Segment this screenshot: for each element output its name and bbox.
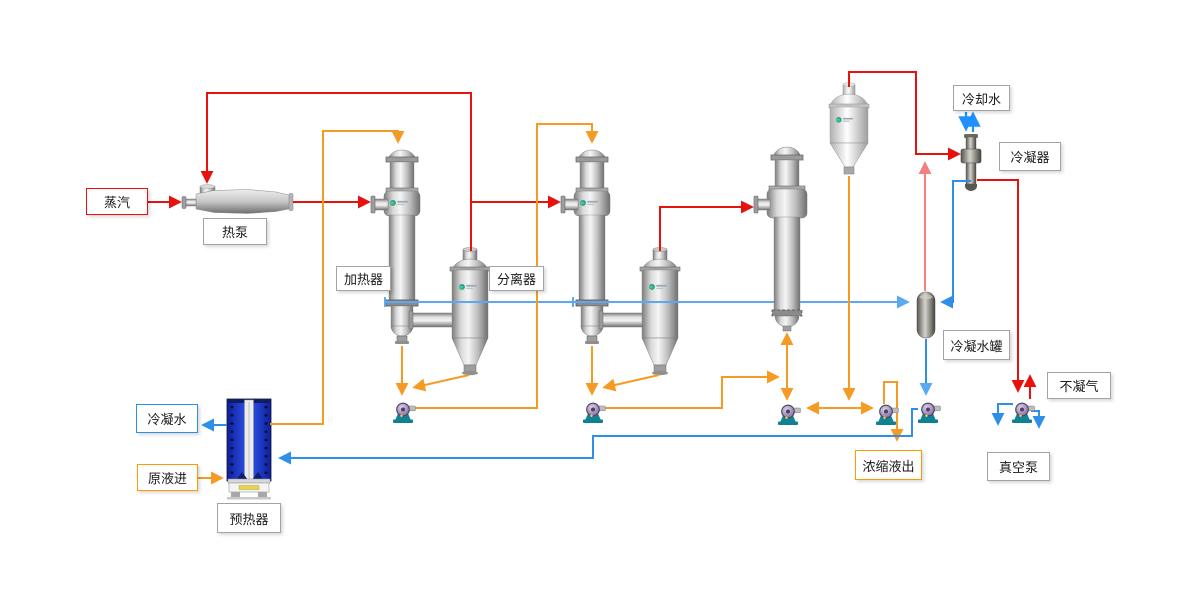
label-condenser: 冷凝器 [999, 142, 1061, 171]
steam-vapor-lines [148, 71, 1037, 399]
label-cooling-water: 冷却水 [953, 85, 1010, 111]
condensate-collect-line [384, 295, 910, 309]
label-heater: 加热器 [336, 266, 391, 291]
sep2-to-heater3-line [659, 200, 754, 251]
condensate-lines [201, 180, 1046, 465]
label-non-condensable: 不凝气 [1047, 372, 1111, 399]
label-raw-liquid-in: 原液进 [137, 464, 198, 491]
condensate-tank-vessel [916, 291, 936, 339]
vacuum-drain-right-line [1031, 410, 1046, 429]
label-concentrate-out: 浓缩液出 [855, 450, 922, 480]
pump2-discharge-line [605, 370, 780, 409]
process-liquid-lines [198, 123, 904, 485]
pump-5 [917, 402, 942, 424]
label-condensate-tank: 冷凝水罐 [943, 330, 1010, 360]
condenser-to-vacuum-line [977, 179, 1025, 393]
condenser-vessel [960, 134, 982, 191]
label-condensate-water: 冷凝水 [136, 404, 198, 433]
vacuum-drain-left-line [991, 403, 1013, 426]
preheater-to-heater1-line [270, 130, 405, 425]
evaporator-effect-3-column [753, 146, 808, 332]
label-heat-pump: 热泵 [203, 218, 267, 245]
condenser-drain-line [940, 180, 971, 309]
pump-1 [392, 402, 417, 424]
evaporator-effect-1 [371, 150, 490, 375]
vacuum-pump-unit [1011, 402, 1036, 424]
label-preheater: 预热器 [217, 503, 281, 533]
preheater-exchanger [226, 398, 272, 500]
cooling-water-lines [958, 111, 981, 132]
heat-pump-ejector [181, 184, 294, 214]
droplet-separator-cyclone [828, 82, 870, 175]
label-vacuum-pump: 真空泵 [987, 452, 1050, 481]
pump-2 [582, 402, 607, 424]
evaporator-effect-2 [561, 150, 680, 375]
sep1-drain-line [412, 374, 470, 392]
label-separator: 分离器 [489, 266, 544, 291]
cyclone-to-condenser-line [848, 71, 961, 161]
label-steam: 蒸汽 [86, 188, 148, 215]
condensate-return-line [278, 408, 918, 465]
pump-4 [875, 404, 900, 426]
vapor-recycle-line [200, 92, 472, 251]
pump1-discharge-line [415, 123, 599, 409]
pump-3 [777, 404, 802, 426]
sep2-drain-line [602, 374, 660, 392]
